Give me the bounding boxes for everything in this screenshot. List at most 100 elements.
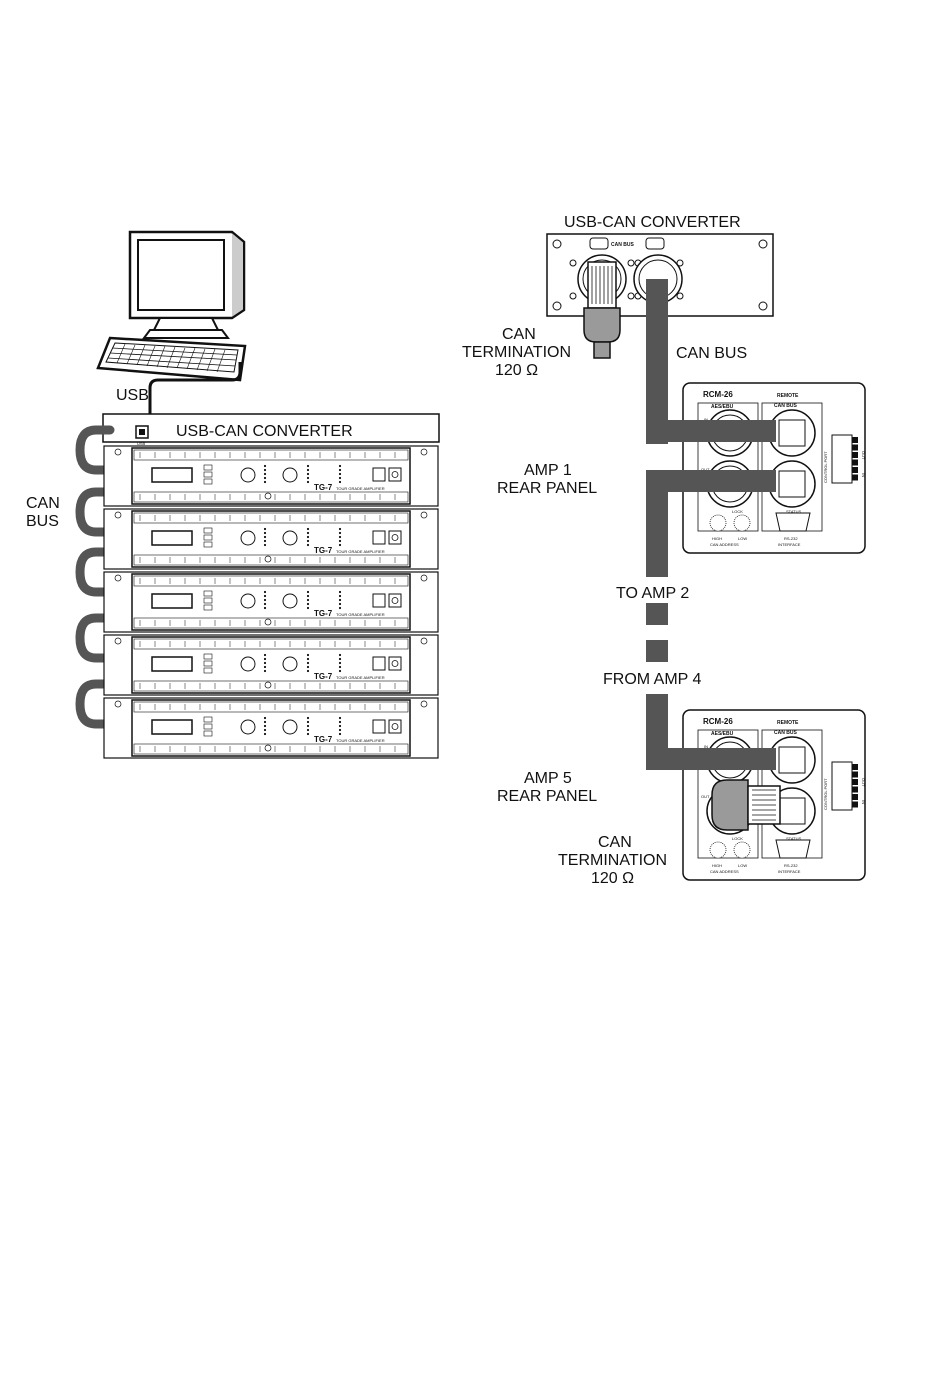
amp-led (338, 468, 342, 472)
amp-led (306, 720, 310, 724)
amp-model-label: TG-7 (314, 735, 333, 744)
low-address-switch (733, 514, 751, 532)
amp-led (263, 665, 267, 669)
panel-can-bus-label: CAN BUS (774, 403, 797, 409)
power-button (388, 467, 402, 482)
amp-knob (282, 530, 298, 546)
amp-led (306, 543, 310, 547)
amp-button (203, 730, 213, 737)
high-label: HIGH (712, 863, 722, 868)
out-label: OUT (701, 794, 710, 799)
amp-led (306, 594, 310, 598)
rack-screw (264, 744, 272, 752)
amp-led (338, 543, 342, 547)
aes-ebu-box (697, 402, 759, 532)
amp-button (203, 534, 213, 541)
amp-display (151, 530, 193, 546)
amp-led (263, 661, 267, 665)
amp-led (338, 531, 342, 535)
amp-led (263, 480, 267, 484)
rack-screw (420, 448, 428, 456)
computer-icon (128, 230, 246, 339)
amp-led (263, 724, 267, 728)
amp-led (306, 732, 310, 736)
amp-led (338, 602, 342, 606)
high-label: HIGH (712, 536, 722, 541)
amp-led (338, 598, 342, 602)
control-port-terminal (852, 764, 858, 770)
left-usb-can-converter: USB USB-CAN CONVERTER (102, 413, 440, 446)
can-out-jack (778, 797, 806, 825)
amp-led (263, 468, 267, 472)
amp-button (203, 464, 213, 471)
amp-knob (282, 656, 298, 672)
keyboard-icon (96, 336, 247, 382)
amp-button (203, 597, 213, 604)
amp-led (263, 527, 267, 531)
power-button (388, 656, 402, 671)
amp-led (306, 665, 310, 669)
power-icon (391, 723, 399, 730)
right-converter-bus-label: CAN BUS (611, 242, 634, 248)
amp-led (338, 480, 342, 484)
control-port-label: CONTROL PORT (823, 778, 828, 810)
amp-sub-label: TOUR GRADE AMPLIFIER (336, 486, 385, 491)
amp-led (338, 606, 342, 610)
amp-led (306, 602, 310, 606)
amp-led (306, 653, 310, 657)
right-can-bus-label: CAN BUS (676, 345, 747, 362)
amp-top-vent (133, 449, 409, 461)
control-port-terminal (852, 779, 858, 785)
control-port-terminal (852, 786, 858, 793)
rack-screw (420, 700, 428, 708)
amp-led (306, 535, 310, 539)
lock-label: LOCK (732, 836, 743, 841)
to-amp2-label: TO AMP 2 (616, 585, 689, 602)
amp-display (151, 719, 193, 735)
amp-led (338, 464, 342, 468)
amp-led (306, 590, 310, 594)
amp1-label-1: AMP 1 (524, 462, 572, 479)
amp-button (203, 604, 213, 611)
low-label: LOW (738, 536, 747, 541)
interface-label: INTERFACE (778, 542, 801, 547)
amp-led (263, 732, 267, 736)
control-port-terminal (852, 474, 858, 481)
amp-led (263, 590, 267, 594)
power-button (388, 530, 402, 545)
rack-screw (420, 511, 428, 519)
ev-logo (372, 719, 386, 734)
can-termination-plug-bottom (711, 779, 781, 831)
can-termination-bottom-2: TERMINATION (558, 852, 667, 869)
amp-led (263, 728, 267, 732)
control-port-terminal (852, 467, 858, 473)
amp-led (263, 653, 267, 657)
control-port-terminal (852, 452, 858, 458)
rcm-model-label: RCM-26 (703, 717, 733, 726)
amp-led (263, 476, 267, 480)
amp-led (338, 527, 342, 531)
amp-led (306, 661, 310, 665)
amp-led (263, 598, 267, 602)
amp-led (263, 602, 267, 606)
rack-screw (114, 637, 122, 645)
control-port-block (831, 434, 853, 484)
status-label: STATUS (786, 509, 802, 514)
amp5-label-2: REAR PANEL (497, 788, 597, 805)
in-label: IN (704, 417, 708, 422)
amp-led (338, 728, 342, 732)
power-icon (391, 660, 399, 667)
can-address-label: CAN ADDRESS (710, 542, 739, 547)
amp-led (338, 720, 342, 724)
amp-button (203, 527, 213, 534)
amp-button (203, 471, 213, 478)
in-label: IN (704, 744, 708, 749)
amp-led (306, 472, 310, 476)
can-termination-bottom-1: CAN (598, 834, 632, 851)
amp-led (306, 716, 310, 720)
amp-led (306, 464, 310, 468)
